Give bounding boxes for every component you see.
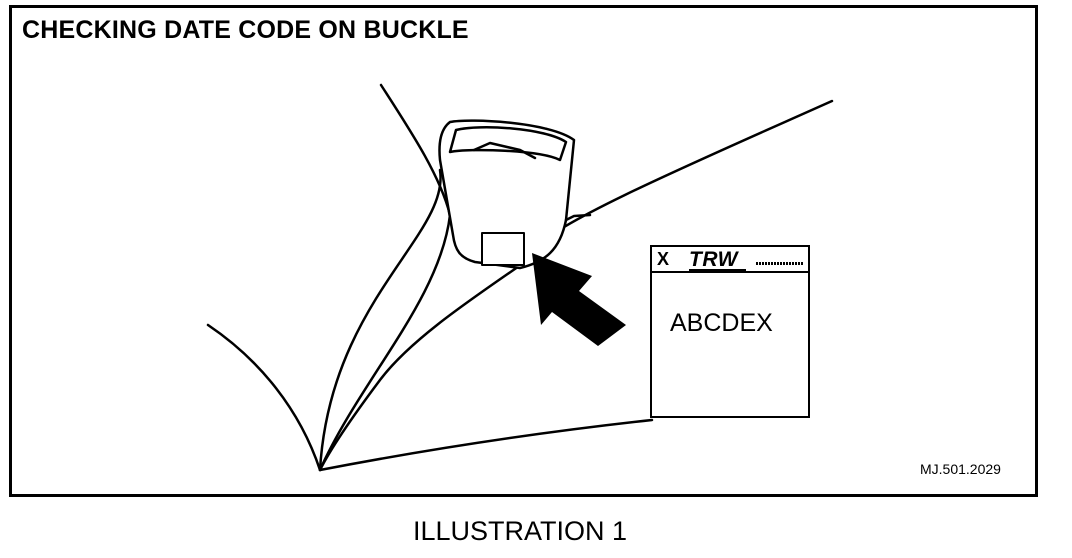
- seat-belt-buckle-icon: [438, 119, 576, 270]
- buckle-slot: [448, 126, 568, 162]
- arrow-pointer-icon: [532, 253, 626, 346]
- seat-trim-line: [533, 99, 834, 250]
- illustration-caption: ILLUSTRATION 1: [412, 516, 628, 546]
- label-header: X TRW: [652, 247, 808, 273]
- date-code-label: X TRW ABCDEX: [650, 245, 810, 418]
- label-fine-print: [756, 262, 804, 265]
- label-brand: TRW: [689, 248, 738, 271]
- label-mark: X: [657, 249, 670, 269]
- brand-underline: [689, 269, 746, 271]
- belt-strap-edge: [318, 83, 452, 472]
- seat-trim-line: [318, 260, 527, 472]
- seat-cushion-edge: [206, 323, 322, 472]
- buckle-label-area: [481, 232, 525, 266]
- buckle-latch: [472, 141, 537, 160]
- reference-code: MJ.501.2029: [920, 461, 1001, 477]
- buckle-side: [564, 213, 592, 222]
- seat-cushion-edge: [318, 418, 654, 472]
- belt-strap-edge: [318, 168, 442, 472]
- label-date-code: ABCDEX: [670, 309, 773, 337]
- diagram-title: CHECKING DATE CODE ON BUCKLE: [22, 16, 469, 44]
